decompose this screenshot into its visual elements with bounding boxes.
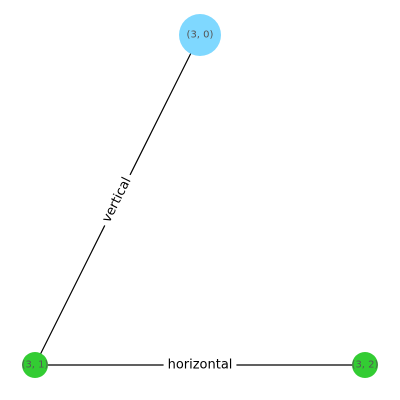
node-label: (3, 1) [22,360,49,371]
graph-node: (3, 2) [352,352,379,378]
edge-label-background [96,170,138,230]
edge-label-group-horizontal: horizontal [163,356,237,374]
node-label: (3, 2) [352,360,379,371]
node-circle [179,14,221,56]
nodes-layer: (3, 0) (3, 1) (3, 2) [22,14,379,378]
edges-layer: vertical horizontal [34,34,365,374]
edge-label-group-vertical: vertical [96,170,138,230]
graph-node: (3, 1) [22,352,49,378]
edge-label: horizontal [168,358,233,373]
node-label: (3, 0) [187,30,214,41]
node-circle [352,352,378,378]
graph-node: (3, 0) [179,14,221,56]
edge-label-background [163,356,237,374]
node-circle [22,352,48,378]
